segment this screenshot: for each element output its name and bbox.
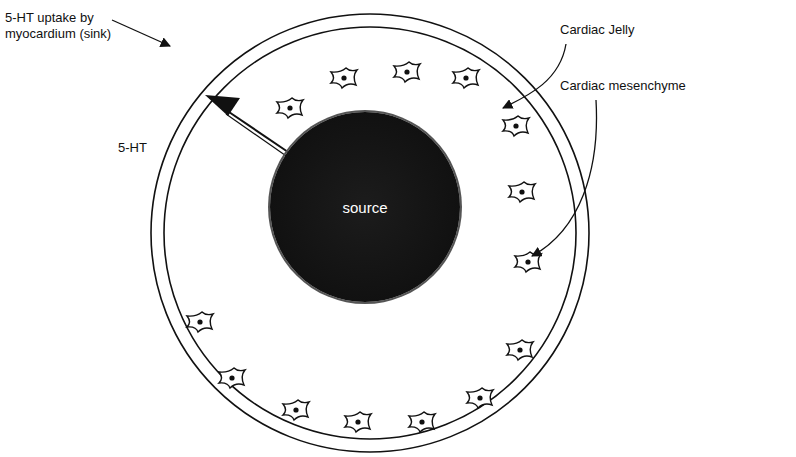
leader-line bbox=[112, 20, 170, 46]
leader-line bbox=[532, 100, 596, 256]
callout-label: 5-HT uptake by myocardium (sink) bbox=[5, 10, 135, 42]
callout-label: 5-HT bbox=[118, 140, 178, 156]
myocardium-inner bbox=[164, 27, 576, 439]
leader-line bbox=[503, 44, 566, 108]
serotonin-arrow bbox=[205, 95, 292, 160]
node-label: source bbox=[342, 199, 387, 216]
callout-label: Cardiac Jelly bbox=[560, 22, 680, 38]
source-region: source bbox=[270, 112, 460, 302]
myocardium-outer bbox=[151, 14, 589, 452]
mesenchyme-cells bbox=[187, 62, 541, 432]
callout-label: Cardiac mesenchyme bbox=[560, 78, 720, 94]
